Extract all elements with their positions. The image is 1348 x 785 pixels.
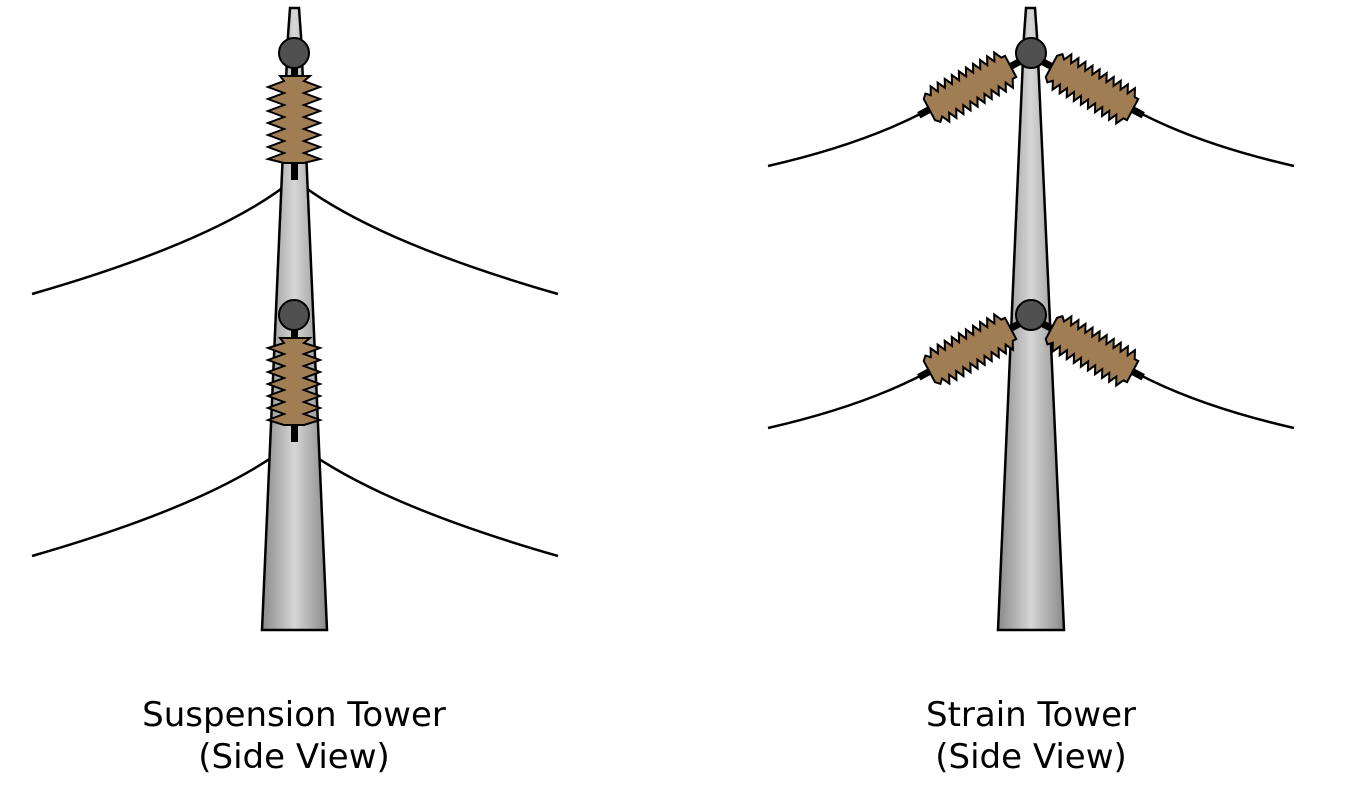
suspension-tower-title: Suspension Tower: [142, 695, 446, 735]
lower-insulator: [264, 299, 324, 442]
strain-tower-subtitle: (Side View): [935, 737, 1127, 777]
strain-tower-caption: Strain Tower (Side View): [781, 694, 1281, 778]
upper-insulator: [264, 37, 324, 180]
upper-right-insulator: [1039, 52, 1145, 126]
lower-left-insulator: [917, 312, 1023, 386]
suspension-tower-caption: Suspension Tower (Side View): [44, 694, 544, 778]
strain-tower: [767, 6, 1295, 632]
upper-left-conductor: [767, 111, 923, 168]
upper-joint: [278, 37, 310, 69]
upper-left-insulator: [917, 50, 1023, 124]
lower-left-conductor: [767, 373, 923, 430]
strain-tower-title: Strain Tower: [925, 695, 1137, 735]
lower-right-conductor: [1139, 373, 1295, 430]
lower-joint: [1015, 299, 1047, 331]
suspension-tower: [31, 6, 559, 632]
upper-right-conductor: [1139, 111, 1295, 168]
lower-joint: [278, 299, 310, 331]
suspension-tower-subtitle: (Side View): [198, 737, 390, 777]
upper-joint: [1015, 37, 1047, 69]
